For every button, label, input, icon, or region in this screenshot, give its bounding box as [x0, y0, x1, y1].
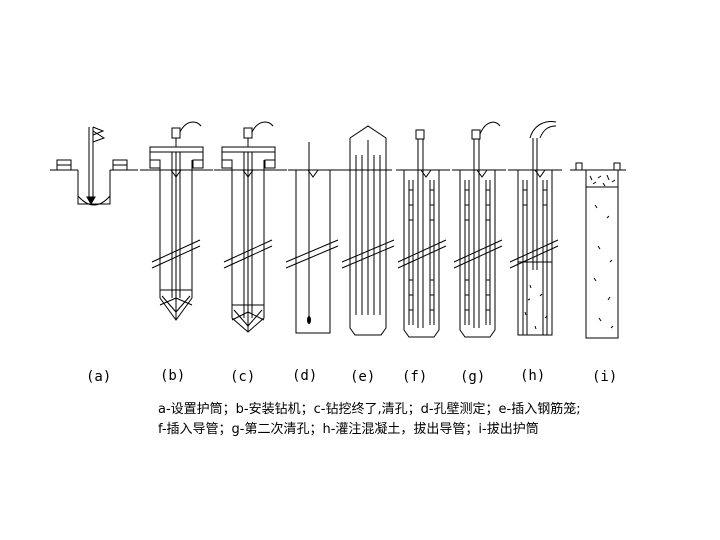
stage-h-figure — [508, 121, 562, 336]
stage-label-c: (c) — [230, 369, 255, 385]
stage-d-figure — [285, 142, 340, 334]
stage-label-g: (g) — [460, 369, 485, 385]
stage-e-figure — [340, 125, 395, 336]
caption-line-2: f-插入导管；g-第二次清孔；h-灌注混凝土，拔出导管；i-拔出护筒 — [158, 422, 539, 437]
caption-line-1: a-设置护筒；b-安装钻机；c-钻挖终了,清孔；d-孔壁测定；e-插入钢筋笼; — [158, 402, 581, 417]
caption: a-设置护筒；b-安装钻机；c-钻挖终了,清孔；d-孔壁测定；e-插入钢筋笼; … — [158, 400, 581, 440]
stage-c-figure — [214, 121, 287, 333]
stage-label-h: (h) — [520, 368, 545, 384]
stage-label-e: (e) — [350, 369, 375, 385]
stage-i-figure — [570, 162, 626, 339]
stage-label-i: (i) — [592, 369, 617, 385]
stage-f-figure — [396, 129, 450, 338]
stage-label-f: (f) — [402, 369, 427, 385]
stage-label-a: (a) — [86, 369, 111, 385]
stage-label-d: (d) — [292, 368, 317, 384]
stage-a-figure — [50, 126, 138, 206]
stage-b-figure — [140, 121, 213, 321]
stage-g-figure — [452, 121, 506, 338]
stage-label-b: (b) — [160, 368, 185, 384]
